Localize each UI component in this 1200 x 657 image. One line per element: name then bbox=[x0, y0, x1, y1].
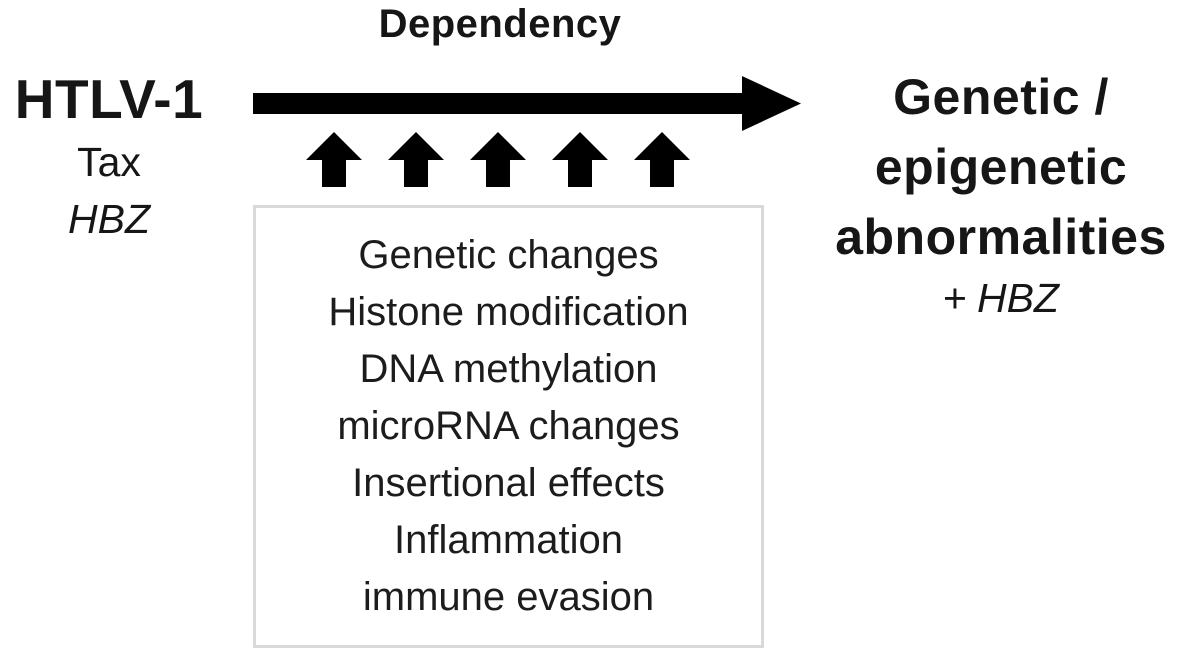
mechanism-item: DNA methylation bbox=[359, 347, 658, 391]
outcome-title-line: Genetic / bbox=[893, 69, 1109, 125]
mechanism-item: Inflammation bbox=[394, 518, 623, 562]
htlv1-label: HTLV-1 bbox=[14, 68, 204, 130]
mechanism-item: Histone modification bbox=[328, 290, 689, 334]
mechanism-item: immune evasion bbox=[362, 575, 655, 619]
outcome-title-line: epigenetic bbox=[874, 139, 1128, 195]
tax-label: Tax bbox=[77, 139, 141, 185]
dependency-label: Dependency bbox=[378, 2, 622, 46]
up-arrow-icon bbox=[388, 132, 444, 187]
hbz-label: HBZ bbox=[68, 196, 150, 242]
up-arrow-icon bbox=[470, 132, 526, 187]
mechanism-item: Genetic changes bbox=[358, 233, 659, 277]
mechanisms-box: Genetic changes Histone modification DNA… bbox=[253, 205, 764, 648]
up-arrow-icon bbox=[306, 132, 362, 187]
up-arrow-row bbox=[306, 132, 690, 187]
mechanism-item: Insertional effects bbox=[352, 461, 665, 505]
up-arrow-icon bbox=[552, 132, 608, 187]
up-arrow-icon bbox=[634, 132, 690, 187]
source-block: HTLV-1 Tax HBZ bbox=[0, 70, 218, 242]
outcome-block: Genetic / epigenetic abnormalities +HBZ bbox=[802, 62, 1200, 322]
mechanism-item: microRNA changes bbox=[337, 404, 680, 448]
outcome-hbz-line: +HBZ bbox=[802, 274, 1200, 322]
outcome-title-line: abnormalities bbox=[835, 209, 1167, 265]
main-arrow-icon bbox=[253, 76, 803, 132]
outcome-hbz-label: HBZ bbox=[976, 275, 1059, 321]
plus-sign: + bbox=[943, 275, 967, 321]
